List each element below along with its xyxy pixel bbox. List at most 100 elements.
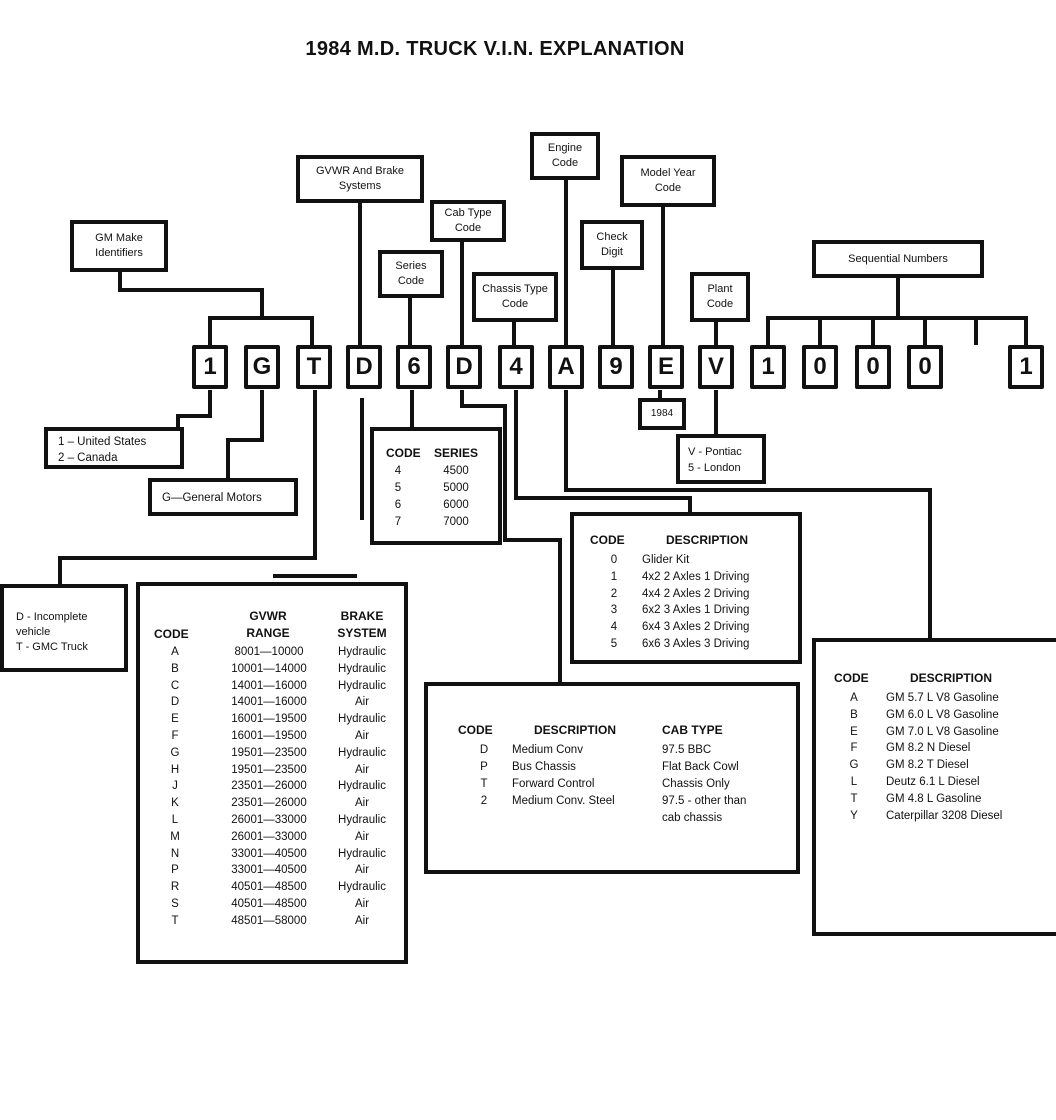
gvwr-row: J 23501—26000 Hydraulic [140, 778, 412, 795]
engine-cell: T [850, 792, 858, 805]
vin-char-5: 6 [396, 345, 432, 389]
gvwr-cell: Air [354, 898, 370, 910]
gvwr-cell: 23501—26000 [231, 797, 307, 810]
engine-cell: GM 5.7 L V8 Gasoline [886, 692, 999, 704]
gvwr-cell: Air [354, 797, 370, 810]
vin-char-12: 1 [750, 345, 786, 389]
model-year-label: Model Year Code [620, 155, 716, 207]
cab-row: cab chassis [458, 810, 798, 827]
chassis-cell: 4 [610, 621, 618, 634]
engine-cell: GM 8.2 T Diesel [886, 759, 969, 772]
engine-header-description: DESCRIPTION [910, 671, 993, 685]
cab-cell: Flat Back Cowl [662, 761, 739, 773]
country-codes: 1 – United States 2 – Canada [44, 427, 184, 469]
chassis-cell: 0 [610, 554, 618, 566]
series-cell: 7000 [443, 516, 469, 528]
vin-char-6: D [446, 345, 482, 389]
gvwr-cell: 19501—23500 [231, 746, 307, 759]
gvwr-cell: 23501—26000 [231, 780, 307, 793]
gvwr-cell: D [170, 696, 180, 709]
page-title: 1984 M.D. TRUCK V.I.N. EXPLANATION [305, 38, 685, 60]
plant-code-row: 5 - London [688, 462, 741, 474]
cab-cell: Chassis Only [662, 778, 730, 790]
vin-char-14: 0 [855, 345, 891, 389]
engine-cell: B [850, 708, 858, 721]
series-header-code: CODE [386, 446, 421, 460]
gvwr-row: A 8001—10000 Hydraulic [140, 644, 412, 661]
cab-cell: cab chassis [662, 812, 723, 824]
gvwr-cell: Air [354, 914, 370, 927]
series-cell: 6 [394, 499, 402, 511]
gvwr-cell: J [172, 780, 178, 793]
gvwr-cell: 16001—19500 [231, 713, 307, 726]
cab-cell: T [480, 778, 488, 790]
gvwr-cell: 8001—10000 [234, 646, 304, 658]
gvwr-brake-label: GVWR And Brake Systems [296, 155, 424, 203]
vin-char-13: 0 [802, 345, 838, 389]
gvwr-cell: 48501—58000 [231, 914, 307, 927]
cab-cell: Bus Chassis [512, 761, 576, 773]
gvwr-cell: A [171, 646, 179, 658]
cab-cell: Medium Conv. Steel [512, 795, 615, 807]
cab-cell: 97.5 - other than [662, 795, 747, 807]
gvwr-cell: K [171, 797, 179, 810]
gvwr-cell: Hydraulic [338, 646, 386, 658]
cab-header-code: CODE [458, 723, 493, 737]
chassis-row: 3 6x2 3 Axles 1 Driving [590, 602, 800, 619]
engine-cell: Deutz 6.1 L Diesel [886, 776, 980, 788]
gvwr-cell: R [170, 881, 180, 894]
vin-char-3: T [296, 345, 332, 389]
chassis-cell: 5 [610, 638, 618, 650]
engine-cell: A [850, 692, 858, 704]
engine-cell: GM 7.0 L V8 Gasoline [886, 725, 999, 738]
engine-cell: F [850, 742, 858, 755]
chassis-header-code: CODE [590, 533, 625, 547]
gvwr-row: K 23501—26000 Air [140, 795, 412, 812]
chassis-cell: 6x2 3 Axles 1 Driving [642, 604, 750, 617]
gvwr-cell: Air [354, 864, 370, 877]
chassis-cell: 3 [610, 604, 618, 617]
gvwr-cell: 14001—16000 [231, 679, 307, 692]
engine-cell: GM 4.8 L Gasoline [886, 792, 982, 805]
gvwr-cell: P [171, 864, 179, 877]
engine-cell: G [849, 759, 859, 772]
gvwr-cell: Hydraulic [338, 780, 386, 793]
chassis-cell: 4x4 2 Axles 2 Driving [642, 587, 750, 600]
sequential-numbers-label: Sequential Numbers [812, 240, 984, 278]
vin-char-2: G [244, 345, 280, 389]
gvwr-cell: Hydraulic [338, 713, 386, 726]
plant-code-label: Plant Code [690, 272, 750, 322]
gvwr-cell: Hydraulic [338, 881, 386, 894]
gvwr-cell: F [171, 730, 179, 742]
vehicle-type-row: D - Incomplete vehicle [16, 611, 88, 638]
gvwr-cell: 16001—19500 [231, 730, 307, 742]
gvwr-cell: Hydraulic [338, 814, 386, 826]
gvwr-cell: N [170, 847, 180, 860]
vin-char-7: 4 [498, 345, 534, 389]
chassis-cell: 4x2 2 Axles 1 Driving [642, 570, 750, 583]
cab-type-label: Cab Type Code [430, 200, 506, 242]
series-cell: 5 [394, 482, 402, 494]
gvwr-cell: 40501—48500 [231, 898, 307, 910]
